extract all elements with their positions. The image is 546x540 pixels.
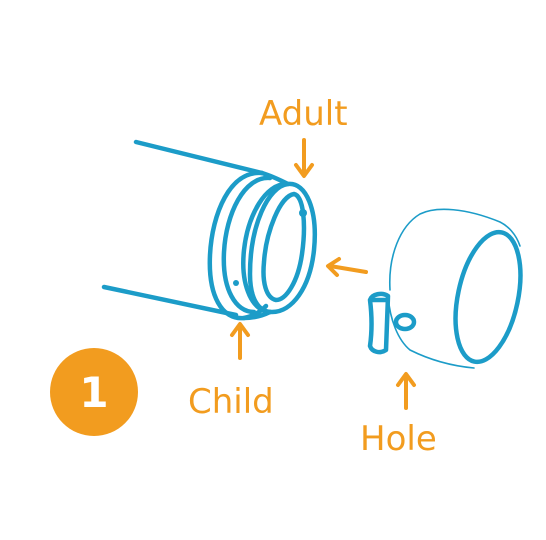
child-arrow [230,322,250,360]
hole-label: Hole [360,419,437,459]
cap-hole-ring [393,312,417,332]
tube-collar-outer [207,170,269,321]
collar-top-dot [299,209,307,217]
cap-body-outline [389,208,521,291]
collar-face-inner [261,191,307,303]
tube-collar-mid [221,175,273,315]
collar-face-outer [247,181,317,315]
step-badge-circle [50,348,138,436]
tube-top-edge [133,139,265,176]
cap-end-ring [453,229,523,365]
insert-arrow [326,257,368,277]
tube-bottom-edge [101,284,239,318]
tube-part [101,139,317,321]
collar-side-dot [233,280,239,286]
child-label: Child [188,382,274,422]
cap-part [367,208,523,369]
hole-arrow [396,372,416,410]
cap-body-bottom [387,295,475,369]
step-badge: 1 [50,348,138,436]
cap-tab [367,291,391,355]
step-badge-number: 1 [79,368,108,417]
adult-arrow [294,138,314,178]
adult-label: Adult [259,94,348,134]
